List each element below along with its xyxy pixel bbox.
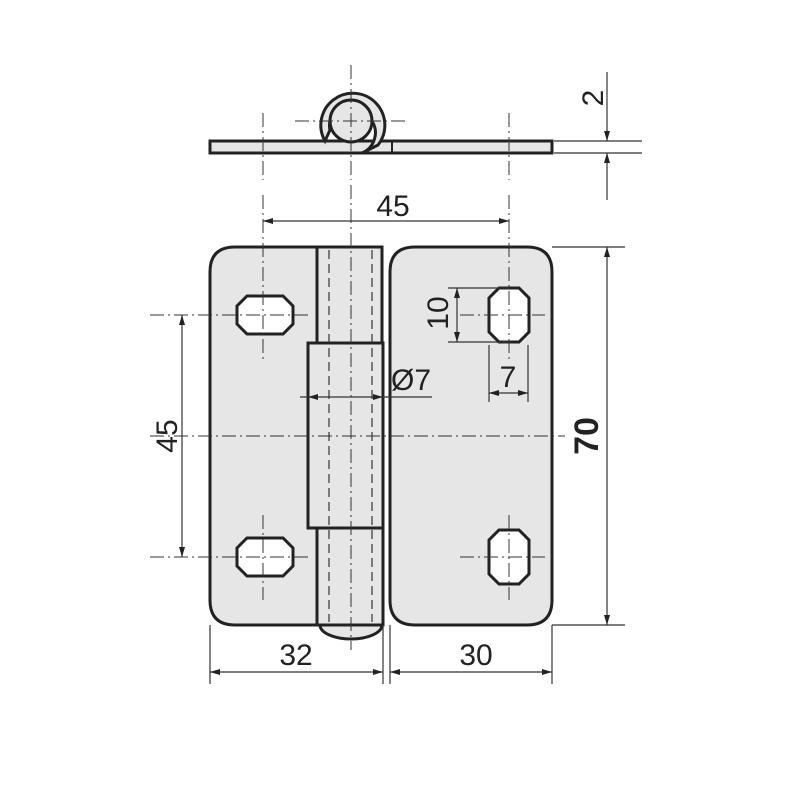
top-view: 2: [208, 65, 642, 200]
dim-hole-spacing-horizontal: 45: [376, 190, 409, 223]
dim-left-leaf-width: 32: [279, 639, 312, 672]
dim-pin-diameter: Ø7: [391, 364, 431, 397]
knuckle-bottom: [315, 526, 385, 627]
dim-right-leaf-width: 30: [459, 639, 492, 672]
dim-slot-length: 10: [422, 296, 455, 329]
pin-end: [318, 623, 384, 641]
dim-height: 70: [568, 417, 606, 455]
dim-hole-spacing-vertical: 45: [151, 419, 184, 452]
dim-slot-width: 7: [500, 361, 517, 394]
dim-thickness: 2: [577, 90, 610, 107]
knuckle-top: [315, 245, 384, 345]
front-view: 45 45 70 10 7 Ø7 32 30: [150, 185, 625, 684]
